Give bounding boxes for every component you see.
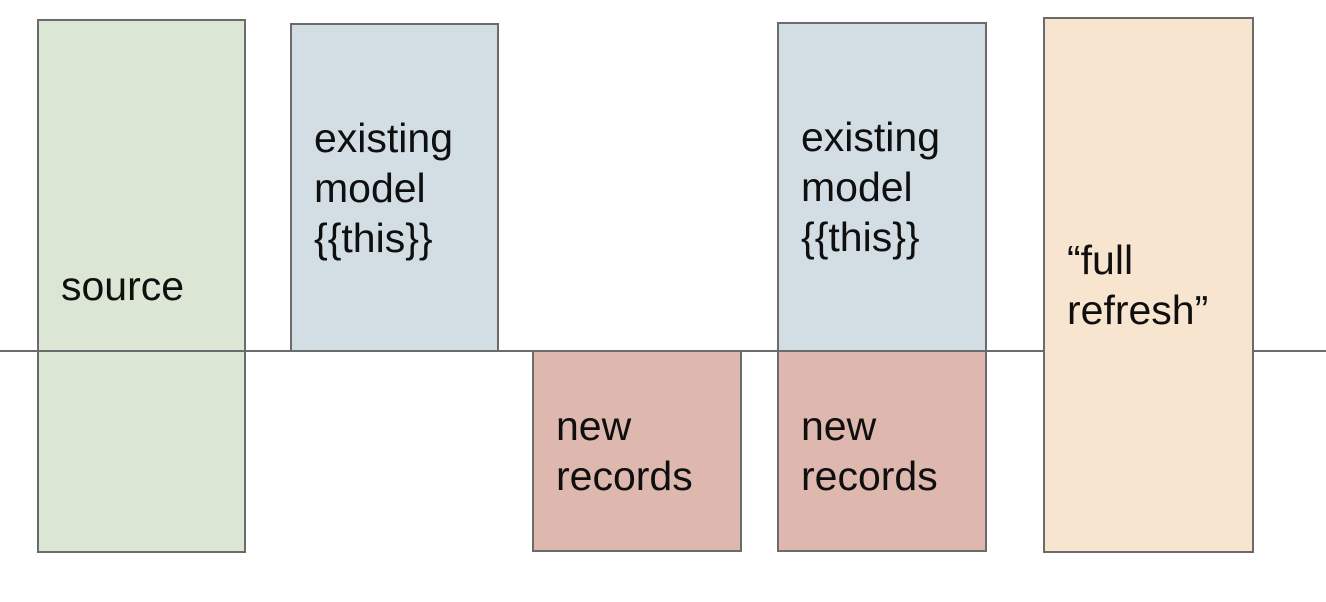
box-full-refresh-label: “full refresh” <box>1067 237 1209 333</box>
box-full-refresh: “full refresh” <box>1043 17 1254 553</box>
box-existing-model-2-label: existing model {{this}} <box>801 114 941 260</box>
box-existing-model-2: existing model {{this}} <box>777 22 987 352</box>
box-new-records-2: new records <box>777 350 987 552</box>
box-new-records-1: new records <box>532 350 742 552</box>
box-new-records-2-label: new records <box>801 403 938 499</box>
box-existing-model-1: existing model {{this}} <box>290 23 499 352</box>
box-existing-model-1-label: existing model {{this}} <box>314 114 454 261</box>
box-new-records-1-label: new records <box>556 403 693 499</box>
box-source: source <box>37 19 246 553</box>
box-source-label: source <box>61 263 185 309</box>
